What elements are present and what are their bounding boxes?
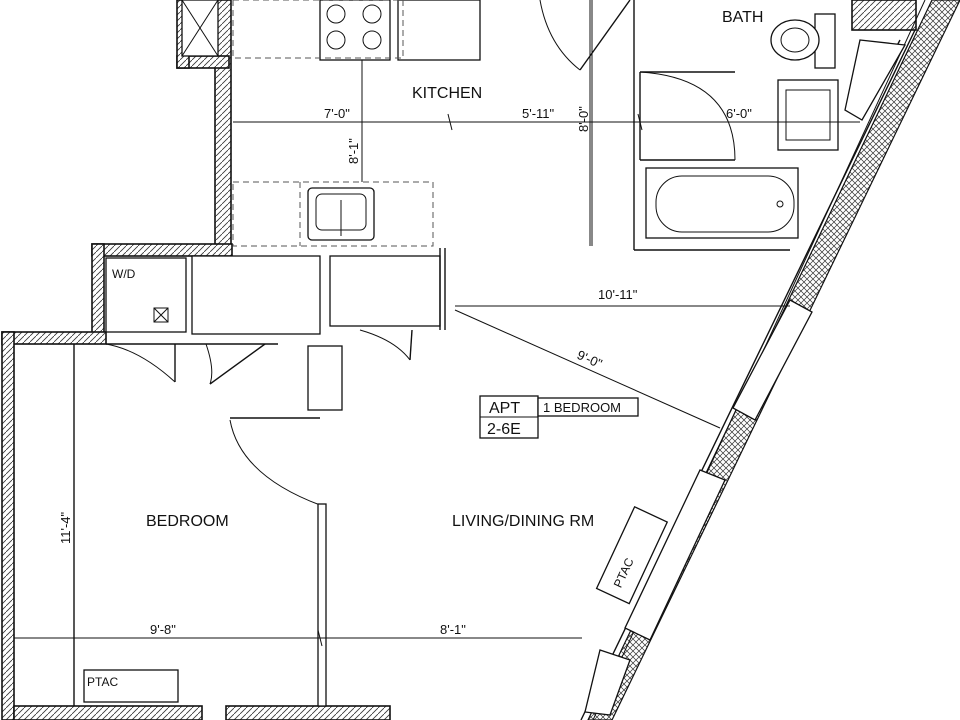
dim-bedroom-height: 11'-4" — [58, 511, 73, 544]
dim-kitchen-width: 7'-0" — [324, 106, 350, 121]
dim-kitchen-height: 8'-1" — [346, 138, 361, 164]
room-label-bath: BATH — [722, 9, 763, 26]
dim-diagonal: 9'-0" — [575, 347, 605, 371]
range-icon — [319, 0, 391, 61]
dimension-lines — [14, 0, 860, 706]
dim-bath-width: 6'-0" — [726, 106, 752, 121]
kitchen-fixtures — [181, 0, 631, 247]
closets — [105, 248, 446, 411]
apartment-tag: APT 2-6E 1 BEDROOM — [479, 395, 639, 439]
room-label-living: LIVING/DINING RM — [452, 513, 594, 530]
exterior-curtain-wall — [580, 0, 960, 720]
dim-bath-height: 8'-0" — [576, 106, 591, 132]
bath-fixtures — [633, 0, 839, 251]
bath-sink-icon — [777, 79, 839, 151]
apt-unit-number: 2-6E — [487, 421, 521, 438]
dim-living-width: 8'-1" — [440, 622, 466, 637]
room-label-kitchen: KITCHEN — [412, 85, 482, 102]
apt-type-label: 1 BEDROOM — [543, 400, 621, 415]
dim-living-depth: 10'-11" — [598, 287, 638, 302]
kitchen-sink-icon — [307, 187, 375, 241]
washer-dryer-icon — [153, 307, 169, 323]
dim-kitchen-to-bath: 5'-11" — [522, 106, 555, 121]
toilet-icon — [770, 13, 836, 69]
ptac-label-bedroom: PTAC — [87, 675, 118, 689]
room-label-bedroom: BEDROOM — [146, 513, 229, 530]
dim-bedroom-width: 9'-8" — [150, 622, 176, 637]
wd-label: W/D — [112, 267, 136, 281]
bathtub-icon — [645, 167, 799, 239]
ptac-units: PTAC PTAC — [83, 505, 669, 703]
apt-label: APT — [489, 400, 520, 417]
walls — [1, 0, 917, 720]
